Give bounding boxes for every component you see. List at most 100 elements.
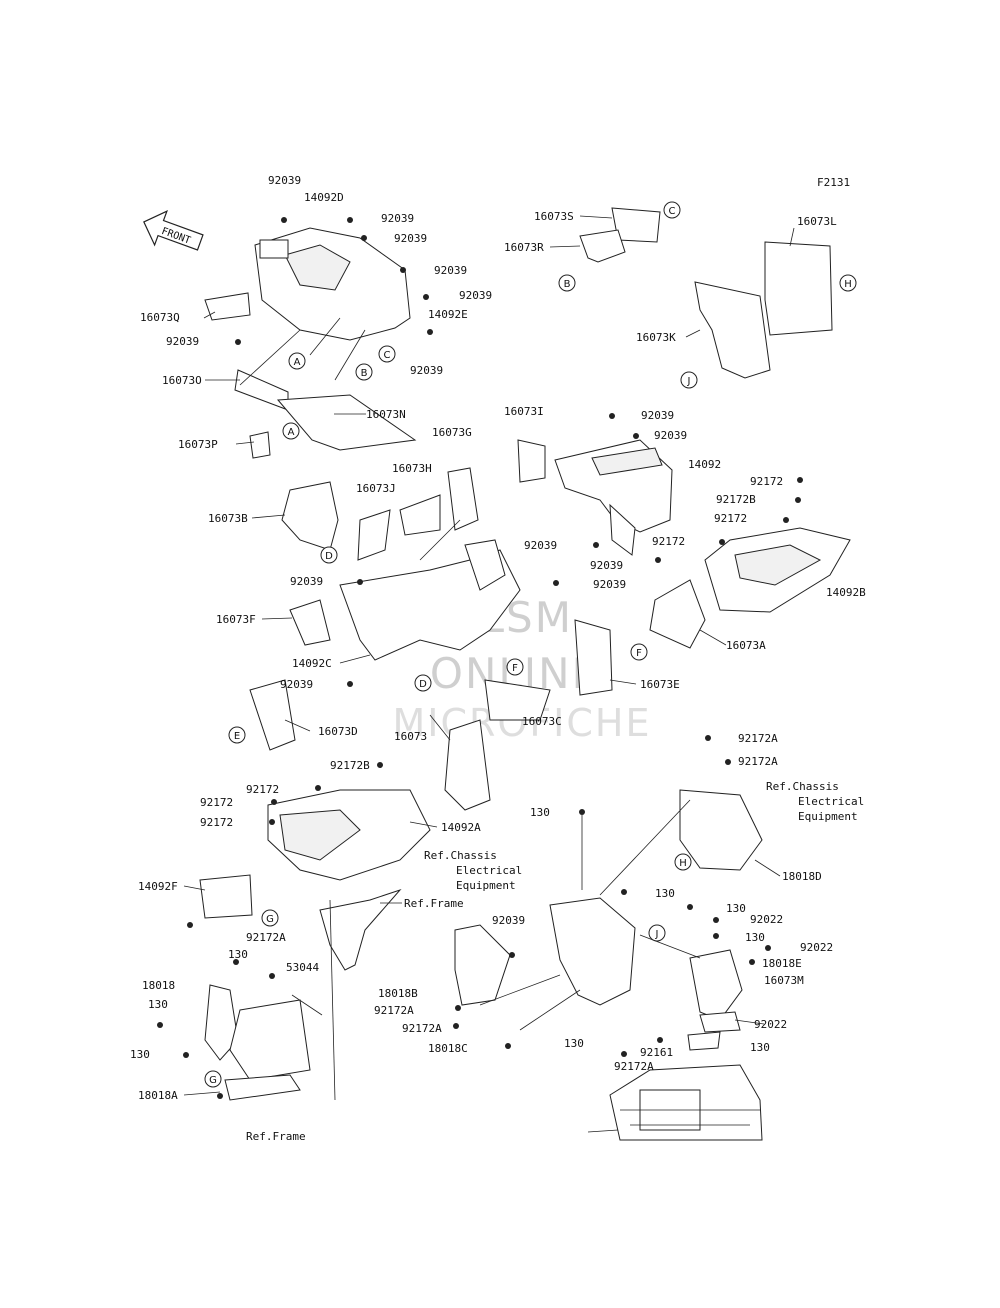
part-label: 130 [130, 1048, 150, 1061]
part-label: 16073F [216, 613, 256, 626]
part-label: 130 [655, 887, 675, 900]
part-label: 130 [750, 1041, 770, 1054]
callout-b: B [355, 363, 373, 381]
part-label: 18018A [138, 1089, 178, 1102]
front-console-shape [204, 227, 417, 459]
part-label: 130 [228, 948, 248, 961]
part-label: 92039 [434, 264, 467, 277]
part-label: 92172 [652, 535, 685, 548]
part-label: 92172A [402, 1022, 442, 1035]
part-label: 14092A [441, 821, 481, 834]
callout-g: G [204, 1070, 222, 1088]
part-label: 92172 [200, 816, 233, 829]
part-label: 130 [726, 902, 746, 915]
part-label: Electrical [798, 795, 864, 808]
part-label: 16073P [178, 438, 218, 451]
callout-g-text: G [266, 914, 274, 925]
callout-j: J [648, 924, 666, 942]
callout-a-text: A [288, 427, 295, 438]
part-label: 92172 [750, 475, 783, 488]
part-label: 92039 [593, 578, 626, 591]
part-label: 92172B [330, 759, 370, 772]
part-label: 92161 [640, 1046, 673, 1059]
callout-b: B [558, 274, 576, 292]
part-label: 18018B [378, 987, 418, 1000]
part-label: 92039 [280, 678, 313, 691]
callout-h-text: H [679, 858, 687, 869]
part-label: 92172A [614, 1060, 654, 1073]
top-right-panels-shape [579, 207, 833, 379]
callout-h-text: H [844, 279, 852, 290]
part-label: 92039 [590, 559, 623, 572]
part-label: 14092E [428, 308, 468, 321]
callout-g: G [261, 909, 279, 927]
diagram-code: F2131 [817, 176, 850, 189]
part-label: 92172B [716, 493, 756, 506]
part-label: 92172A [738, 732, 778, 745]
callout-g-text: G [209, 1075, 217, 1086]
callout-j-text: J [655, 929, 659, 940]
part-label: 92022 [750, 913, 783, 926]
callout-c: C [663, 201, 681, 219]
part-label: 92039 [381, 212, 414, 225]
middle-left-panels-shape [249, 467, 479, 751]
part-label: 92039 [492, 914, 525, 927]
part-label: 16073 [394, 730, 427, 743]
callout-f-text: F [636, 648, 642, 659]
lower-right-frame-shape [609, 1064, 763, 1141]
part-label: 130 [564, 1037, 584, 1050]
callout-d-text: D [419, 679, 427, 690]
part-label: Ref.Frame [404, 897, 464, 910]
part-label: 92172A [246, 931, 286, 944]
part-label: 92039 [459, 289, 492, 302]
part-label: 92172A [738, 755, 778, 768]
part-label: 92039 [410, 364, 443, 377]
part-label: 16073D [318, 725, 358, 738]
part-label: 16073B [208, 512, 248, 525]
part-labels: 92039 14092D 92039 92039 92039 92039 140… [130, 174, 866, 1143]
part-label: 92039 [290, 575, 323, 588]
part-label: Ref.Chassis [424, 849, 497, 862]
part-label: 16073A [726, 639, 766, 652]
part-label: 18018 [142, 979, 175, 992]
part-label: 18018E [762, 957, 802, 970]
part-label: 92039 [268, 174, 301, 187]
part-label: 92039 [641, 409, 674, 422]
callout-b-text: B [564, 279, 571, 290]
part-label: 92172 [200, 796, 233, 809]
leader-lines [239, 317, 701, 1101]
part-label: 16073L [797, 215, 837, 228]
part-label: 16073N [366, 408, 406, 421]
part-label: 130 [745, 931, 765, 944]
part-label: Ref.Frame [246, 1130, 306, 1143]
part-label: 92039 [394, 232, 427, 245]
part-label: Equipment [456, 879, 516, 892]
part-label: 14092 [688, 458, 721, 471]
callout-j-text: J [687, 376, 691, 387]
part-label: 92172 [246, 783, 279, 796]
part-label: Ref.Chassis [766, 780, 839, 793]
part-label: 14092F [138, 880, 178, 893]
callout-d: D [320, 546, 338, 564]
callout-f: F [506, 658, 524, 676]
part-label: 16073O [162, 374, 202, 387]
callout-d: D [414, 674, 432, 692]
part-label: 16073J [356, 482, 396, 495]
center-frame-shape [339, 539, 613, 811]
part-label: 92039 [524, 539, 557, 552]
part-label: 92172A [374, 1004, 414, 1017]
callout-circles: A A B B C C D D [204, 201, 857, 1088]
part-label: 16073I [504, 405, 544, 418]
part-label: 130 [148, 998, 168, 1011]
part-label: Electrical [456, 864, 522, 877]
part-label: 14092D [304, 191, 344, 204]
callout-h: H [839, 274, 857, 292]
part-label: 16073Q [140, 311, 180, 324]
part-label: 18018D [782, 870, 822, 883]
part-label: 92022 [754, 1018, 787, 1031]
part-label: 92172 [714, 512, 747, 525]
part-label: 14092C [292, 657, 332, 670]
left-tray-shape [199, 789, 431, 919]
callout-c: C [378, 345, 396, 363]
